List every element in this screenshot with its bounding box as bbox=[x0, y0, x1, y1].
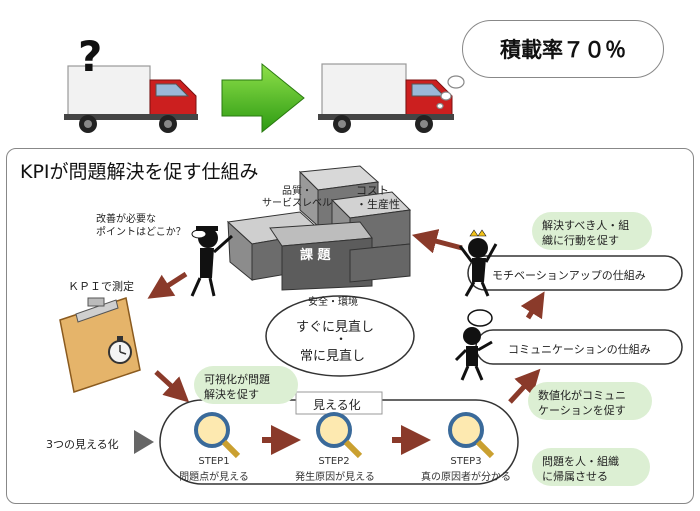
magnifier-icon bbox=[316, 412, 363, 459]
quality-label: 品質・ サービスレベル bbox=[262, 186, 332, 209]
step1-desc: 問題点が見える bbox=[179, 472, 249, 483]
stopwatch-icon bbox=[108, 336, 132, 364]
kpi-measure-label: ＫＰＩで測定 bbox=[68, 280, 134, 293]
step3-id: STEP3 bbox=[450, 456, 482, 467]
thought-trail-icon bbox=[436, 75, 465, 110]
top-illustration bbox=[64, 62, 465, 134]
visual-cloud: 可視化が問題 解決を促す bbox=[194, 366, 298, 404]
load-rate-bubble: 積載率７０％ bbox=[462, 20, 664, 78]
talking-figure-icon bbox=[454, 309, 493, 381]
issue-label: 課 題 bbox=[300, 248, 331, 263]
review-ellipse bbox=[265, 295, 415, 377]
step2-id: STEP2 bbox=[318, 456, 350, 467]
cost-label: コスト ・生産性 bbox=[356, 184, 400, 211]
truck-icon bbox=[64, 65, 198, 133]
green-arrow-icon bbox=[221, 62, 305, 134]
inspector-figure-icon bbox=[190, 226, 233, 297]
communication-label: コミュニケーションの仕組み bbox=[508, 343, 651, 356]
load-rate-text: 積載率７０％ bbox=[500, 38, 626, 62]
play-triangle-icon bbox=[134, 430, 154, 454]
three-visual-label: 3つの見える化 bbox=[46, 438, 119, 451]
magnifier-icon bbox=[194, 412, 241, 459]
question-mark: ? bbox=[78, 32, 103, 81]
action-cloud: 解決すべき人・組 織に行動を促す bbox=[532, 212, 652, 250]
numeric-cloud: 数値化がコミュニ ケーションを促す bbox=[528, 382, 652, 420]
step1-id: STEP1 bbox=[198, 456, 230, 467]
safety-label: 安全・環境 bbox=[308, 297, 358, 308]
magnifier-icon bbox=[448, 412, 495, 459]
review-always-text: 常に見直し bbox=[300, 349, 366, 364]
review-now-text: すぐに見直し bbox=[296, 320, 375, 335]
cheering-figure-icon bbox=[458, 229, 498, 297]
improve-question-label: 改善が必要な ポイントはどこか？ bbox=[96, 214, 186, 238]
motivation-pill bbox=[467, 255, 683, 291]
panel-title: KPIが問題解決を促す仕組み bbox=[20, 161, 259, 183]
attribute-cloud: 問題を人・組織 に帰属させる bbox=[532, 448, 650, 486]
boxes-stack-icon bbox=[226, 165, 412, 291]
motivation-label: モチベーションアップの仕組み bbox=[492, 269, 646, 282]
review-dot: ・ bbox=[335, 332, 348, 346]
step3-desc: 真の原因者が分かる bbox=[421, 472, 511, 483]
step2-desc: 発生原因が見える bbox=[295, 472, 375, 483]
mieruka-label: 見える化 bbox=[313, 398, 361, 412]
clipboard-icon bbox=[40, 297, 141, 393]
